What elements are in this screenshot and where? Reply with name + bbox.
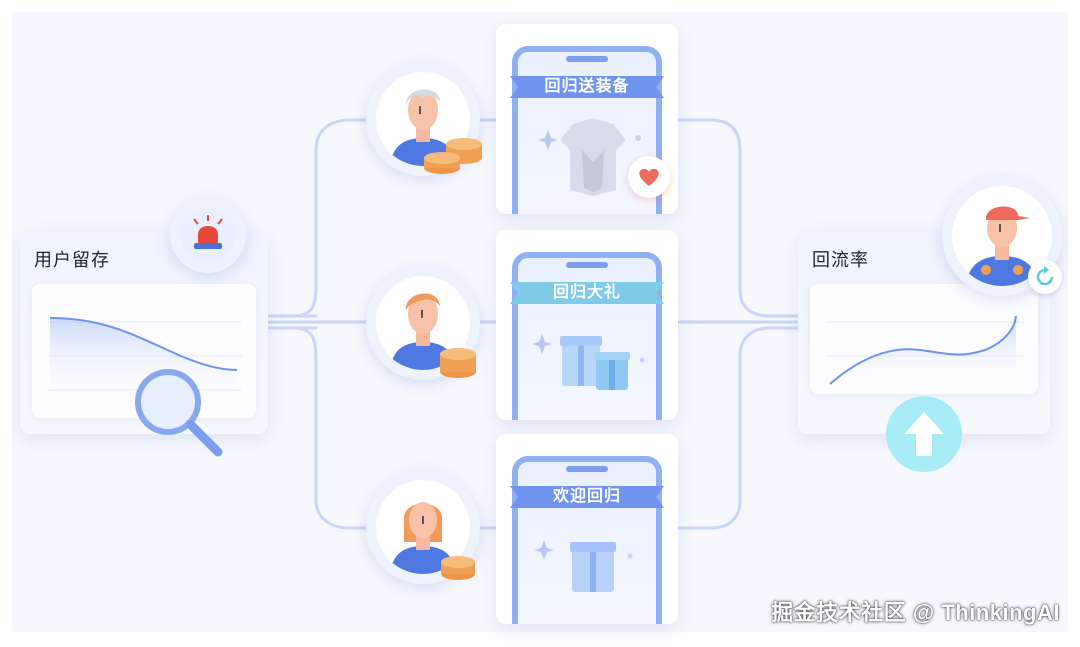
avatar-returned-user: [942, 176, 1062, 296]
refresh-icon: [1036, 266, 1054, 286]
offer-card-big-gift: 回归大礼: [496, 230, 678, 420]
alarm-badge: [170, 197, 246, 273]
offer-card-welcome-back: 欢迎回归: [496, 434, 678, 624]
phone-notch: [566, 466, 608, 472]
phone-frame: 欢迎回归: [510, 456, 664, 624]
offer-label-equipment: 回归送装备: [544, 78, 630, 95]
user-retention-title: 用户留存: [34, 250, 110, 270]
armor-icon: [538, 118, 641, 196]
phone-frame: 回归大礼: [510, 252, 664, 420]
phone-notch: [566, 56, 608, 62]
heart-icon: [639, 168, 659, 186]
avatar-returning-user-3: [366, 470, 480, 584]
phone-notch: [566, 262, 608, 268]
offer-ribbon: 欢迎回归: [510, 482, 664, 512]
watermark: 掘金技术社区 @ ThinkingAI: [771, 600, 1060, 625]
offer-ribbon: 回归送装备: [510, 72, 664, 102]
gift-boxes-icon: [532, 334, 645, 390]
coin-stack-icon: [441, 556, 475, 580]
refresh-badge: [1028, 260, 1062, 294]
offer-ribbon: 回归大礼: [510, 278, 664, 308]
return-rate-title: 回流率: [812, 250, 869, 270]
gift-box-icon: [534, 540, 633, 592]
like-badge: [628, 156, 670, 198]
return-rate-growth-curve: [826, 315, 1024, 390]
person-orange-hair-icon: [390, 293, 456, 370]
coin-stack-icon: [424, 138, 482, 174]
magnifier-icon: [135, 369, 223, 457]
increase-badge: [886, 396, 962, 472]
user-retention-card: 用户留存: [20, 230, 268, 457]
person-cap-icon: [966, 206, 1038, 286]
offer-label-big-gift: 回归大礼: [552, 284, 621, 301]
avatar-returning-user-1: [366, 62, 482, 176]
return-rate-chart: [810, 284, 1038, 394]
coin-stack-icon: [440, 348, 476, 378]
arrow-up-icon: [904, 412, 944, 456]
alarm-siren-icon: [193, 215, 223, 249]
person-long-hair-icon: [390, 502, 456, 574]
offer-label-welcome-back: 欢迎回归: [552, 488, 621, 505]
avatar-returning-user-2: [366, 266, 480, 380]
offer-card-equipment: 回归送装备: [496, 24, 678, 214]
